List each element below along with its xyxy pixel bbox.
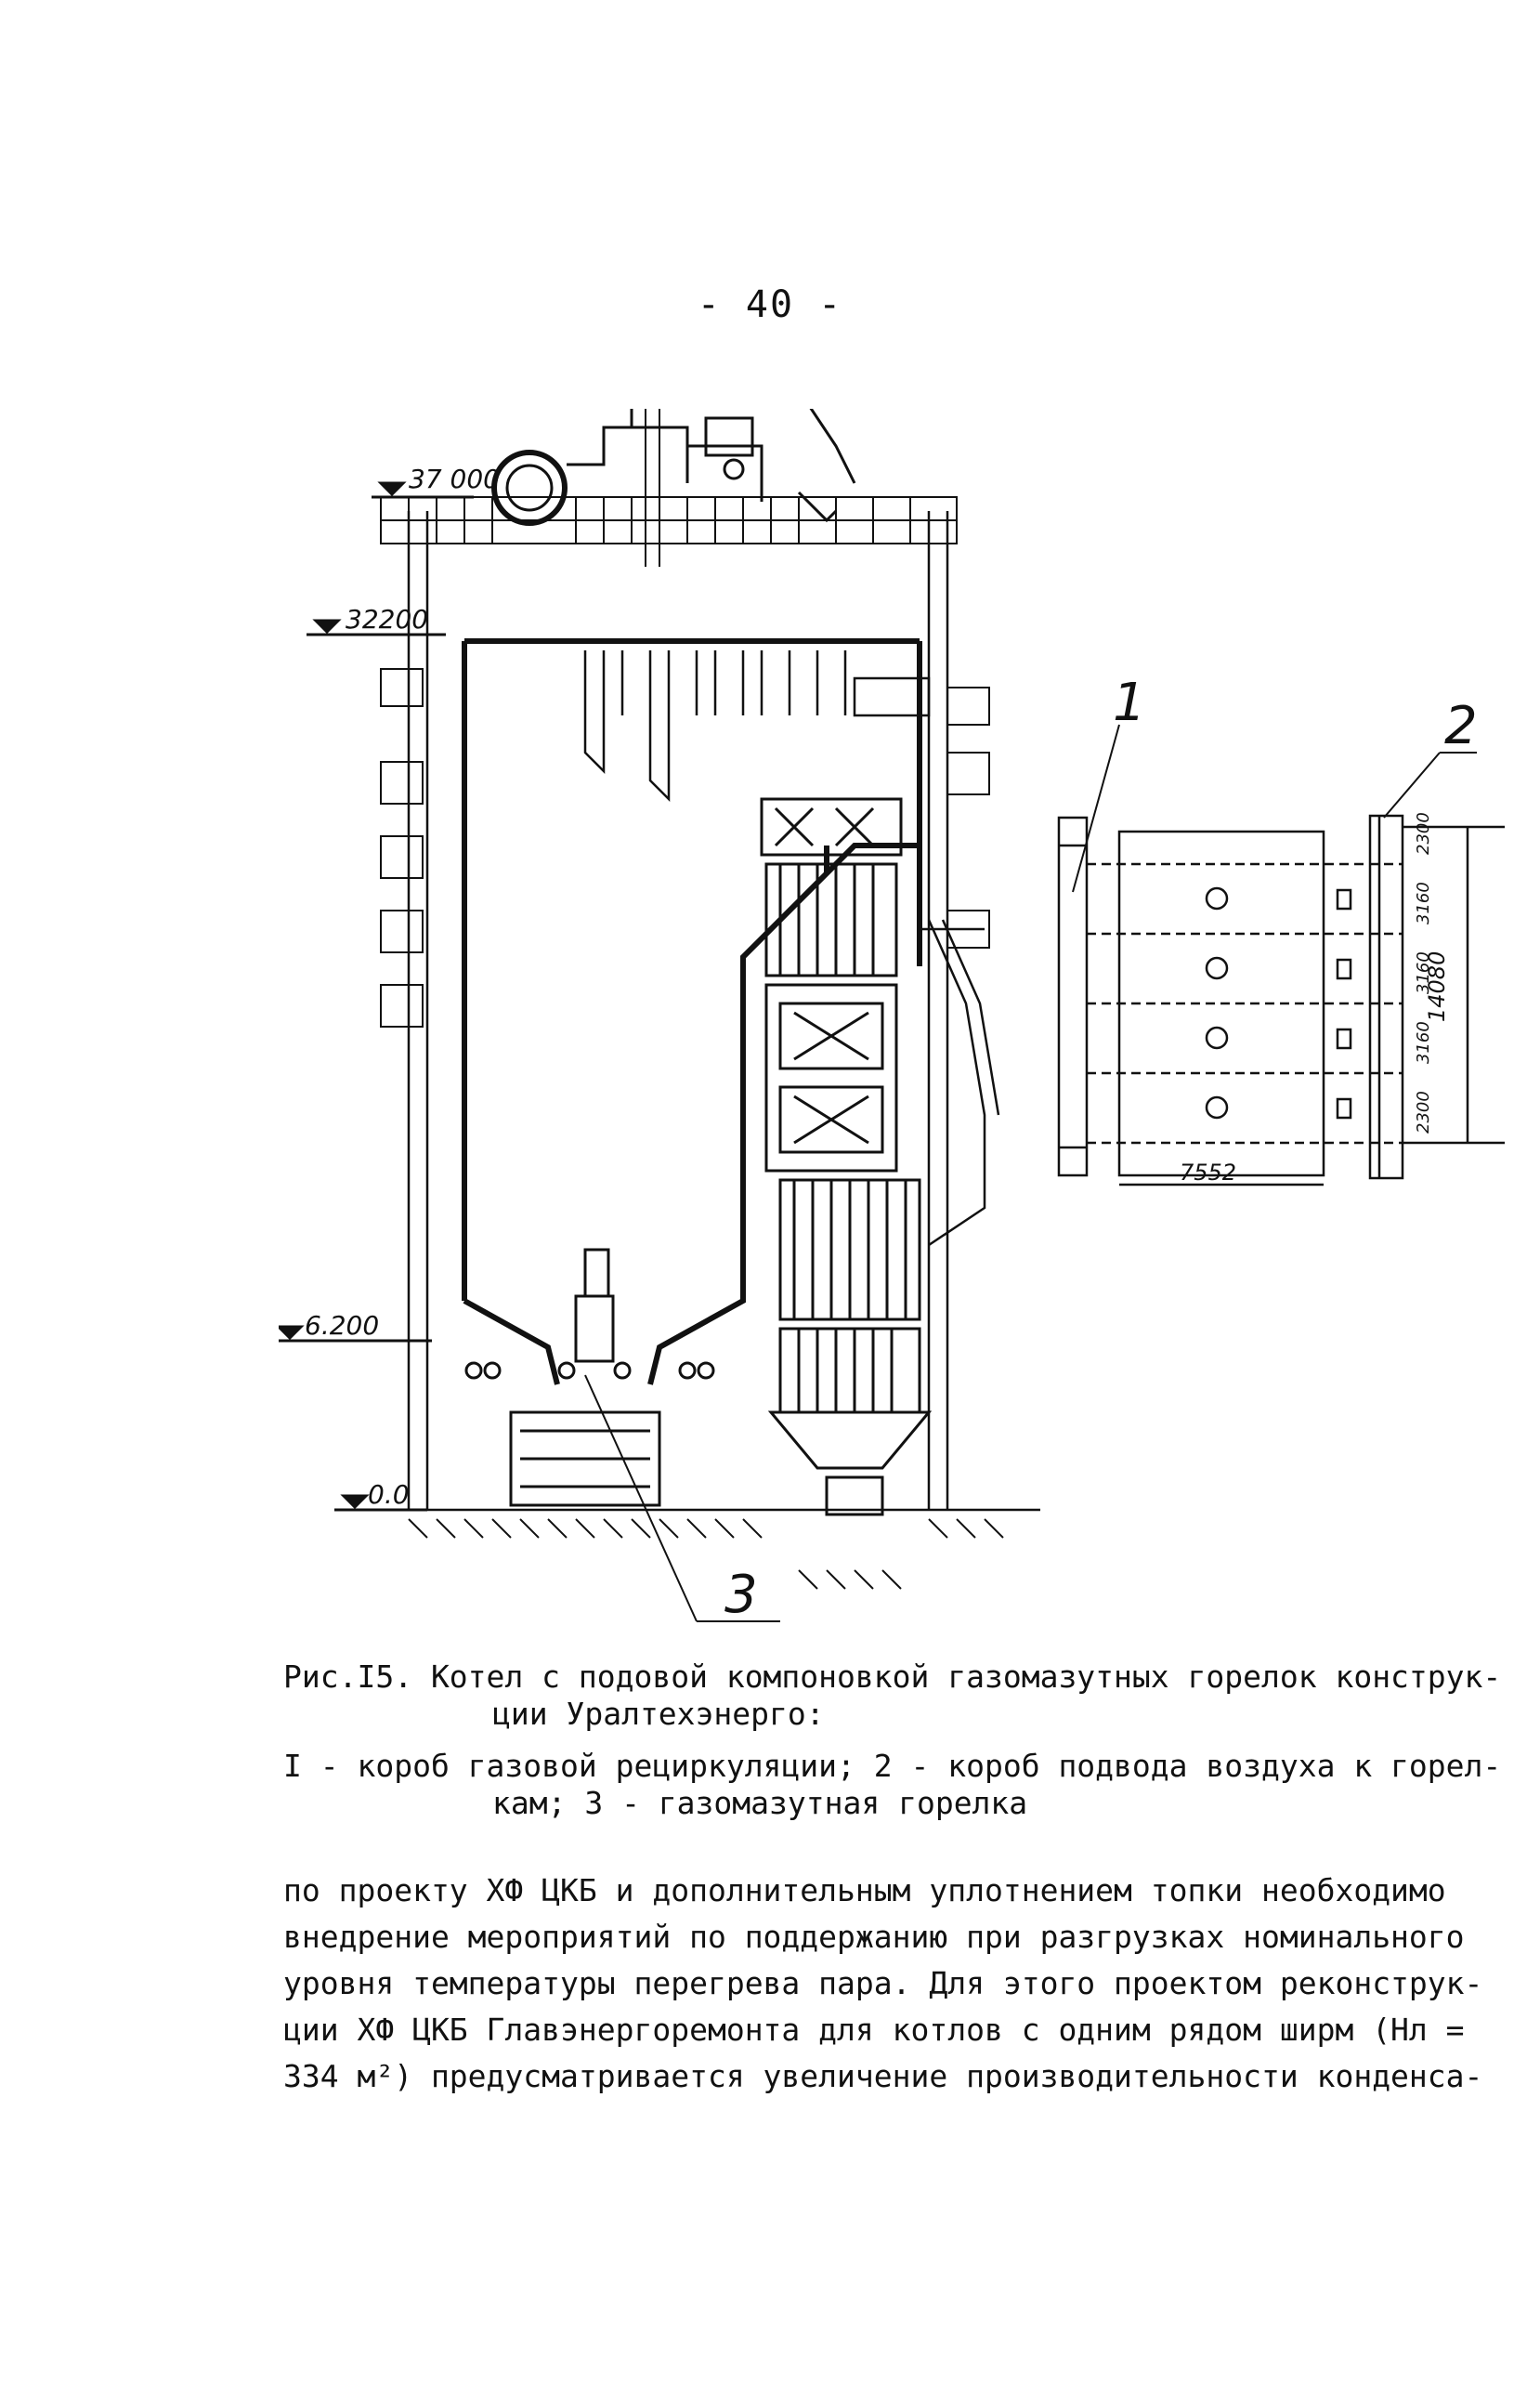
figure-caption: Рис.I5. Котел с подовой компоновкой газо…	[283, 1658, 1519, 1822]
elevation-marks: 37 000 32200 6.200 0.0	[279, 464, 500, 1512]
frame-columns	[372, 511, 1040, 1512]
top-gallery	[380, 496, 958, 544]
dimension-total: 14080	[1424, 951, 1450, 1022]
air-duct	[920, 919, 1000, 1247]
furnace-shell	[462, 638, 922, 1385]
caption-gap	[283, 1733, 1519, 1748]
caption-legend-line-1: I - короб газовой рециркуляции; 2 - коро…	[283, 1748, 1502, 1784]
dimension-width: 7552	[1180, 1160, 1236, 1186]
convective-shaft	[760, 797, 933, 1516]
elevation-6200: 6.200	[305, 1310, 379, 1341]
callout-1-label: 1	[1113, 673, 1146, 733]
body-line: по проекту ХФ ЦКБ и дополнительным уплот…	[283, 1872, 1446, 1908]
dimension-seg-1: 2300	[1414, 812, 1433, 855]
elevation-37000: 37 000	[409, 464, 500, 494]
caption-title-line-1: Рис.I5. Котел с подовой компоновкой газо…	[283, 1658, 1502, 1695]
dimension-seg-3: 3160	[1414, 951, 1433, 994]
boiler-drawing: 37 000 32200 6.200 0.0	[279, 409, 1505, 1625]
body-line: внедрение мероприятий по поддержанию при…	[283, 1919, 1465, 1955]
dimension-seg-5: 2300	[1414, 1091, 1433, 1134]
body-line: 334 м²) предусматривается увеличение про…	[283, 2058, 1483, 2094]
dimension-seg-2: 3160	[1414, 882, 1433, 924]
callout-3: 3	[584, 1374, 780, 1625]
elevation-0: 0.0	[368, 1479, 410, 1510]
elevation-32200: 32200	[346, 604, 428, 635]
caption-title-line-2: ции Уралтехэнерго:	[492, 1696, 825, 1732]
callout-2-label: 2	[1444, 696, 1478, 756]
platen-screens	[583, 650, 931, 803]
detail-view: 14080 7552 2300 3160 3160 3160 2300	[1057, 812, 1505, 1186]
body-line: ции ХФ ЦКБ Главэнергоремонта для котлов …	[283, 2012, 1465, 2048]
drum-and-piping	[491, 409, 856, 567]
ground-hatching	[408, 1518, 1004, 1590]
body-paragraph: по проекту ХФ ЦКБ и дополнительным уплот…	[283, 1868, 1519, 2100]
dimension-seg-4: 3160	[1414, 1021, 1433, 1064]
right-galleries	[946, 687, 990, 949]
caption-legend-line-2: кам; 3 - газомазутная горелка	[492, 1785, 1028, 1821]
callouts-1-2: 1 2	[1072, 673, 1478, 893]
page-number: - 40 -	[697, 283, 843, 326]
callout-3-label: 3	[724, 1565, 758, 1625]
body-line: уровня температуры перегрева пара. Для э…	[283, 1965, 1483, 2001]
hearth-burners	[464, 1248, 715, 1507]
left-galleries	[380, 668, 424, 1028]
